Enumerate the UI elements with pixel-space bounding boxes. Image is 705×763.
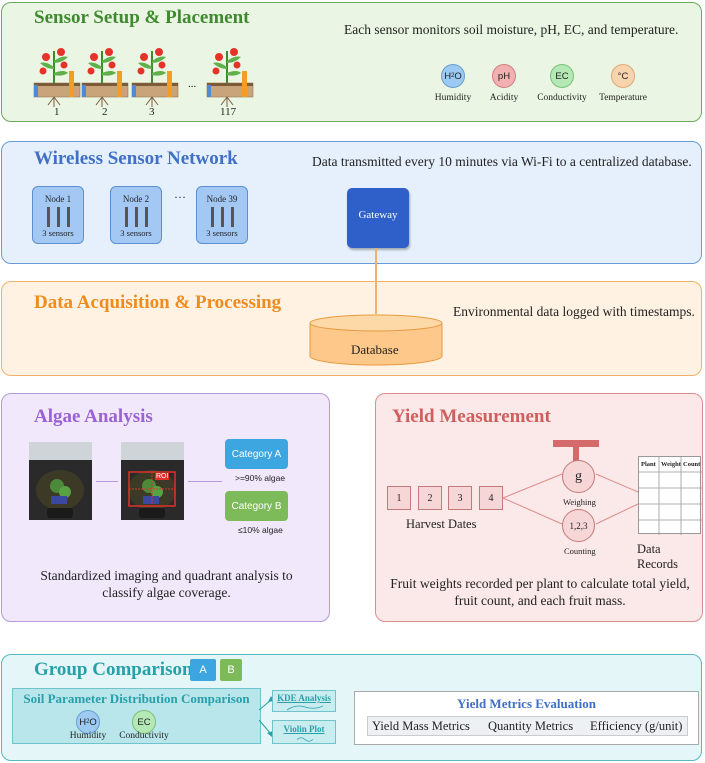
violin-plot-icon xyxy=(295,736,315,743)
node-39: Node 39 3 sensors xyxy=(196,186,248,244)
ph-icon: pH xyxy=(492,64,516,88)
sensor-setup-panel: Sensor Setup & Placement Each sensor mon… xyxy=(1,2,702,122)
algae-photo-raw xyxy=(29,442,92,520)
group-a-badge: A xyxy=(190,659,216,681)
algae-description-line1: Standardized imaging and quadrant analys… xyxy=(2,568,331,584)
yield-panel: Yield Measurement 1 2 3 4 Harvest Dates … xyxy=(375,393,703,622)
database-label: Database xyxy=(351,342,399,358)
node-1: Node 1 3 sensors xyxy=(32,186,84,244)
plant-label-1: 1 xyxy=(54,106,60,118)
conductivity-label: Conductivity xyxy=(104,731,184,741)
category-b-badge: Category B xyxy=(225,491,288,521)
category-b-note: ≤10% algae xyxy=(238,525,283,535)
counting-icon: 1,2,3 xyxy=(562,509,595,542)
group-b-badge: B xyxy=(220,659,242,681)
plant-ellipsis: ... xyxy=(188,78,196,90)
acquisition-panel: Data Acquisition & Processing Environmen… xyxy=(1,281,702,376)
sensor-setup-description: Each sensor monitors soil moisture, pH, … xyxy=(344,22,678,38)
kde-curve-icon xyxy=(287,704,323,711)
algae-description-line2: classify algae coverage. xyxy=(2,585,331,601)
yield-metrics-title: Yield Metrics Evaluation xyxy=(355,696,698,712)
yield-description-line2: fruit count, and each fruit mass. xyxy=(376,593,704,609)
algae-title: Algae Analysis xyxy=(34,406,153,428)
plant-label-3: 3 xyxy=(149,106,155,118)
algae-panel: Algae Analysis ROI Category A >=90% alga… xyxy=(1,393,330,622)
counting-symbol: 1,2,3 xyxy=(570,521,588,531)
plant-row-illustration xyxy=(2,3,262,121)
soil-distribution-box: Soil Parameter Distribution Comparison H… xyxy=(12,688,261,744)
yield-description-line1: Fruit weights recorded per plant to calc… xyxy=(376,576,704,592)
database-icon xyxy=(308,314,444,368)
wireless-panel: Wireless Sensor Network Data transmitted… xyxy=(1,141,702,264)
comparison-title: Group Comparison xyxy=(34,659,193,681)
temperature-label: Temperature xyxy=(583,93,663,103)
comparison-panel: Group Comparison A B Soil Parameter Dist… xyxy=(1,654,702,761)
violin-plot-label: Violin Plot xyxy=(273,724,335,734)
metric-efficiency: Efficiency (g/unit) xyxy=(590,719,682,734)
metric-yield-mass: Yield Mass Metrics xyxy=(372,719,470,734)
algae-connector-2 xyxy=(188,481,222,482)
metrics-row: Yield Mass Metrics Quantity Metrics Effi… xyxy=(367,716,688,736)
wireless-title: Wireless Sensor Network xyxy=(34,148,238,170)
algae-connector-1 xyxy=(96,481,118,482)
ec-icon: EC xyxy=(550,64,574,88)
gateway-label: Gateway xyxy=(347,209,409,221)
gateway-database-connector xyxy=(375,248,377,314)
yield-metrics-box: Yield Metrics Evaluation Yield Mass Metr… xyxy=(354,691,699,745)
scale-icon-stem xyxy=(573,447,579,461)
scale-icon-top xyxy=(553,440,599,447)
data-records-label: Data Records xyxy=(637,542,702,572)
plant-label-117: 117 xyxy=(220,106,236,118)
violin-plot-box: Violin Plot xyxy=(272,720,336,744)
node-2: Node 2 3 sensors xyxy=(110,186,162,244)
kde-analysis-box: KDE Analysis xyxy=(272,690,336,712)
soil-distribution-title: Soil Parameter Distribution Comparison xyxy=(13,691,260,707)
plant-label-2: 2 xyxy=(102,106,108,118)
gateway-box: Gateway xyxy=(347,188,409,248)
acquisition-description: Environmental data logged with timestamp… xyxy=(453,304,695,320)
roi-label: ROI xyxy=(155,473,169,480)
algae-photo-roi xyxy=(121,442,184,520)
node-ellipsis: ··· xyxy=(174,190,186,205)
wireless-description: Data transmitted every 10 minutes via Wi… xyxy=(312,154,692,170)
category-a-badge: Category A xyxy=(225,439,288,469)
metric-quantity: Quantity Metrics xyxy=(488,719,573,734)
weighing-symbol: g xyxy=(575,469,582,485)
weighing-label: Weighing xyxy=(563,497,596,507)
counting-label: Counting xyxy=(564,546,596,556)
weighing-icon: g xyxy=(562,460,595,493)
kde-analysis-label: KDE Analysis xyxy=(273,693,335,703)
category-a-note: >=90% algae xyxy=(235,473,285,483)
table-grid xyxy=(639,457,702,535)
temperature-icon: °C xyxy=(611,64,635,88)
data-records-table: Plant Weight Count xyxy=(638,456,701,534)
acquisition-title: Data Acquisition & Processing xyxy=(34,292,281,314)
